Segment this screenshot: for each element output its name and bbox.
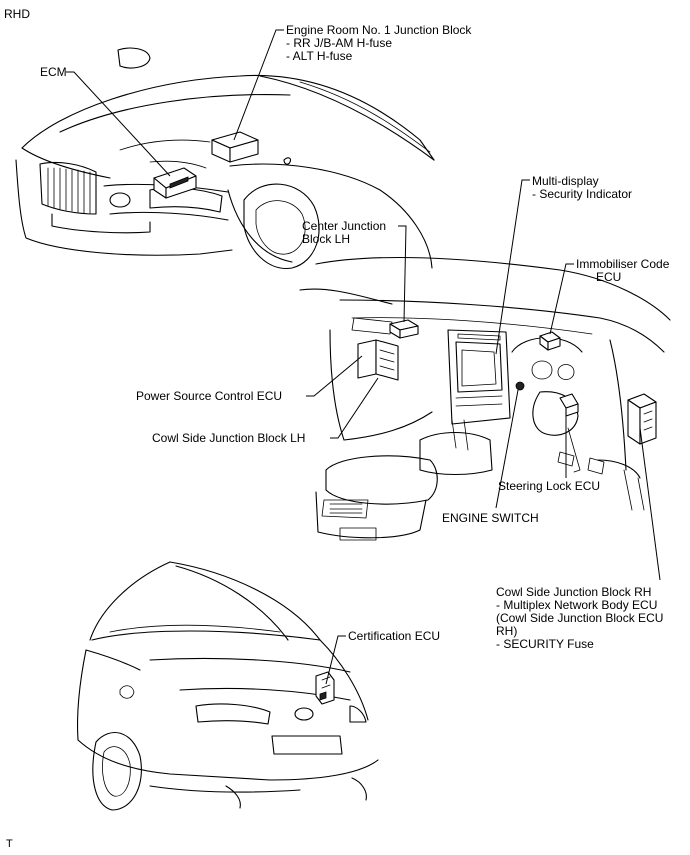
immobiliser-code-ecu-label: Immobiliser Code ECU bbox=[576, 258, 669, 284]
cowl-side-junction-block-rh-part bbox=[627, 393, 657, 445]
steering-lock-ecu-label: Steering Lock ECU bbox=[498, 479, 601, 493]
rear-car-drawing bbox=[76, 561, 379, 811]
figure-code: T bbox=[6, 838, 13, 850]
engine-switch-label: ENGINE SWITCH bbox=[442, 511, 539, 525]
multi-display-label: Multi-display - Security Indicator bbox=[532, 175, 632, 201]
engine-room-junction-block-title: Engine Room No. 1 Junction Block bbox=[286, 23, 472, 37]
center-junction-block-lh-line: Center Junction bbox=[302, 219, 387, 233]
front-car-drawing bbox=[15, 47, 435, 269]
cowl-side-junction-block-lh-label: Cowl Side Junction Block LH bbox=[152, 431, 306, 445]
leader-lines bbox=[66, 29, 661, 685]
engine-room-junction-block-item: - RR J/B-AM H-fuse bbox=[286, 36, 393, 50]
ecm-part bbox=[153, 167, 197, 199]
ecm-label: ECM bbox=[40, 65, 67, 79]
power-source-control-ecu-label: Power Source Control ECU bbox=[136, 389, 283, 403]
certification-ecu-part bbox=[315, 671, 335, 705]
cowl-side-junction-block-rh-title: Cowl Side Junction Block RH bbox=[496, 585, 652, 599]
certification-ecu-label: Certification ECU bbox=[348, 629, 441, 643]
dashboard-drawing bbox=[299, 256, 671, 541]
multi-display-title: Multi-display bbox=[532, 174, 599, 188]
region-label: RHD bbox=[4, 7, 30, 21]
multi-display-item: - Security Indicator bbox=[532, 187, 633, 201]
engine-room-junction-block-label: Engine Room No. 1 Junction Block - RR J/… bbox=[286, 24, 471, 63]
center-junction-block-lh-part bbox=[389, 319, 419, 339]
center-junction-block-lh-label: Center Junction Block LH bbox=[302, 220, 386, 246]
center-junction-block-lh-line: Block LH bbox=[302, 232, 351, 246]
immobiliser-ecu-part bbox=[539, 331, 561, 351]
power-source-and-cowl-lh-part bbox=[357, 339, 399, 381]
cowl-side-junction-block-rh-item: - SECURITY Fuse bbox=[496, 637, 594, 651]
steering-lock-ecu-part bbox=[559, 393, 579, 417]
immobiliser-code-ecu-line: ECU bbox=[596, 270, 622, 284]
cowl-side-junction-block-rh-item: - Multiplex Network Body ECU bbox=[496, 598, 658, 612]
cowl-side-junction-block-rh-item: (Cowl Side Junction Block ECU bbox=[496, 611, 664, 625]
immobiliser-code-ecu-line: Immobiliser Code bbox=[576, 257, 670, 271]
engine-room-junction-block-item: - ALT H-fuse bbox=[286, 49, 353, 63]
engine-room-junction-block-part bbox=[211, 131, 259, 163]
cowl-side-junction-block-rh-item: RH) bbox=[496, 624, 518, 638]
cowl-side-junction-block-rh-label: Cowl Side Junction Block RH - Multiplex … bbox=[496, 586, 663, 651]
